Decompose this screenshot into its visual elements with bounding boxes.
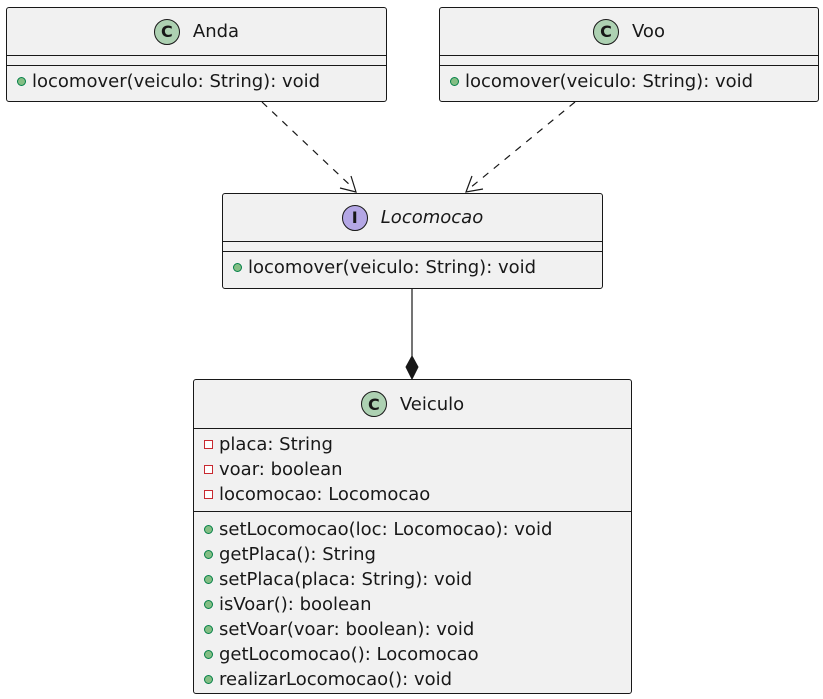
class-veiculo-header: C Veiculo <box>194 380 631 428</box>
field-row: voar: boolean <box>194 457 631 482</box>
public-visibility-icon <box>204 650 213 659</box>
method-row: setLocomocao(loc: Locomocao): void <box>194 517 631 542</box>
method-row: locomover(veiculo: String): void <box>7 69 386 94</box>
public-visibility-icon <box>204 550 213 559</box>
relation-locomocao-veiculo <box>405 289 419 381</box>
method-row: locomover(veiculo: String): void <box>440 69 818 94</box>
class-veiculo[interactable]: C Veiculo placa: String voar: boolean lo… <box>193 379 632 694</box>
method-row: getPlaca(): String <box>194 542 631 567</box>
public-visibility-icon <box>204 525 213 534</box>
method-signature: locomover(veiculo: String): void <box>32 71 321 92</box>
class-anda-fields <box>7 55 386 65</box>
method-signature: locomover(veiculo: String): void <box>465 71 754 92</box>
class-voo-fields <box>440 55 818 65</box>
class-veiculo-name: Veiculo <box>399 393 465 415</box>
method-signature: realizarLocomocao(): void <box>219 669 453 690</box>
public-visibility-icon <box>204 675 213 684</box>
method-signature: locomover(veiculo: String): void <box>248 257 537 278</box>
interface-locomocao-name: Locomocao <box>380 207 484 228</box>
private-visibility-icon <box>204 465 213 474</box>
field-signature: voar: boolean <box>219 459 343 480</box>
class-anda-header: C Anda <box>7 8 386 55</box>
class-voo-header: C Voo <box>440 8 818 55</box>
method-signature: setPlaca(placa: String): void <box>219 569 473 590</box>
public-visibility-icon <box>204 575 213 584</box>
interface-locomocao[interactable]: I Locomocao locomover(veiculo: String): … <box>222 193 603 289</box>
field-signature: placa: String <box>219 434 333 455</box>
field-row: locomocao: Locomocao <box>194 482 631 507</box>
class-stereotype-icon: C <box>593 18 620 45</box>
field-row: placa: String <box>194 432 631 457</box>
class-stereotype-icon: C <box>360 391 387 417</box>
public-visibility-icon <box>233 263 242 272</box>
method-row: setVoar(voar: boolean): void <box>194 617 631 642</box>
interface-locomocao-header: I Locomocao <box>223 194 602 241</box>
method-row: isVoar(): boolean <box>194 592 631 617</box>
private-visibility-icon <box>204 440 213 449</box>
public-visibility-icon <box>17 77 26 86</box>
class-voo-methods: locomover(veiculo: String): void <box>440 65 818 94</box>
method-row: locomover(veiculo: String): void <box>223 255 602 280</box>
class-veiculo-methods: setLocomocao(loc: Locomocao): void getPl… <box>194 511 631 692</box>
class-anda[interactable]: C Anda locomover(veiculo: String): void <box>6 7 387 102</box>
class-anda-name: Anda <box>192 21 240 42</box>
method-signature: getPlaca(): String <box>219 544 376 565</box>
method-signature: setLocomocao(loc: Locomocao): void <box>219 519 553 540</box>
public-visibility-icon <box>204 625 213 634</box>
method-row: setPlaca(placa: String): void <box>194 567 631 592</box>
interface-locomocao-fields <box>223 241 602 251</box>
interface-locomocao-methods: locomover(veiculo: String): void <box>223 251 602 280</box>
interface-stereotype-icon: I <box>341 204 368 231</box>
class-voo[interactable]: C Voo locomover(veiculo: String): void <box>439 7 819 102</box>
public-visibility-icon <box>204 600 213 609</box>
private-visibility-icon <box>204 490 213 499</box>
relation-voo-locomocao <box>465 101 576 193</box>
class-veiculo-fields: placa: String voar: boolean locomocao: L… <box>194 428 631 511</box>
class-voo-name: Voo <box>632 21 665 42</box>
method-signature: setVoar(voar: boolean): void <box>219 619 475 640</box>
method-row: getLocomocao(): Locomocao <box>194 642 631 667</box>
class-stereotype-icon: C <box>153 18 180 45</box>
public-visibility-icon <box>450 77 459 86</box>
method-signature: isVoar(): boolean <box>219 594 372 615</box>
class-anda-methods: locomover(veiculo: String): void <box>7 65 386 94</box>
method-signature: getLocomocao(): Locomocao <box>219 644 479 665</box>
method-row: realizarLocomocao(): void <box>194 667 631 692</box>
field-signature: locomocao: Locomocao <box>219 484 431 505</box>
relation-anda-locomocao <box>261 101 357 193</box>
